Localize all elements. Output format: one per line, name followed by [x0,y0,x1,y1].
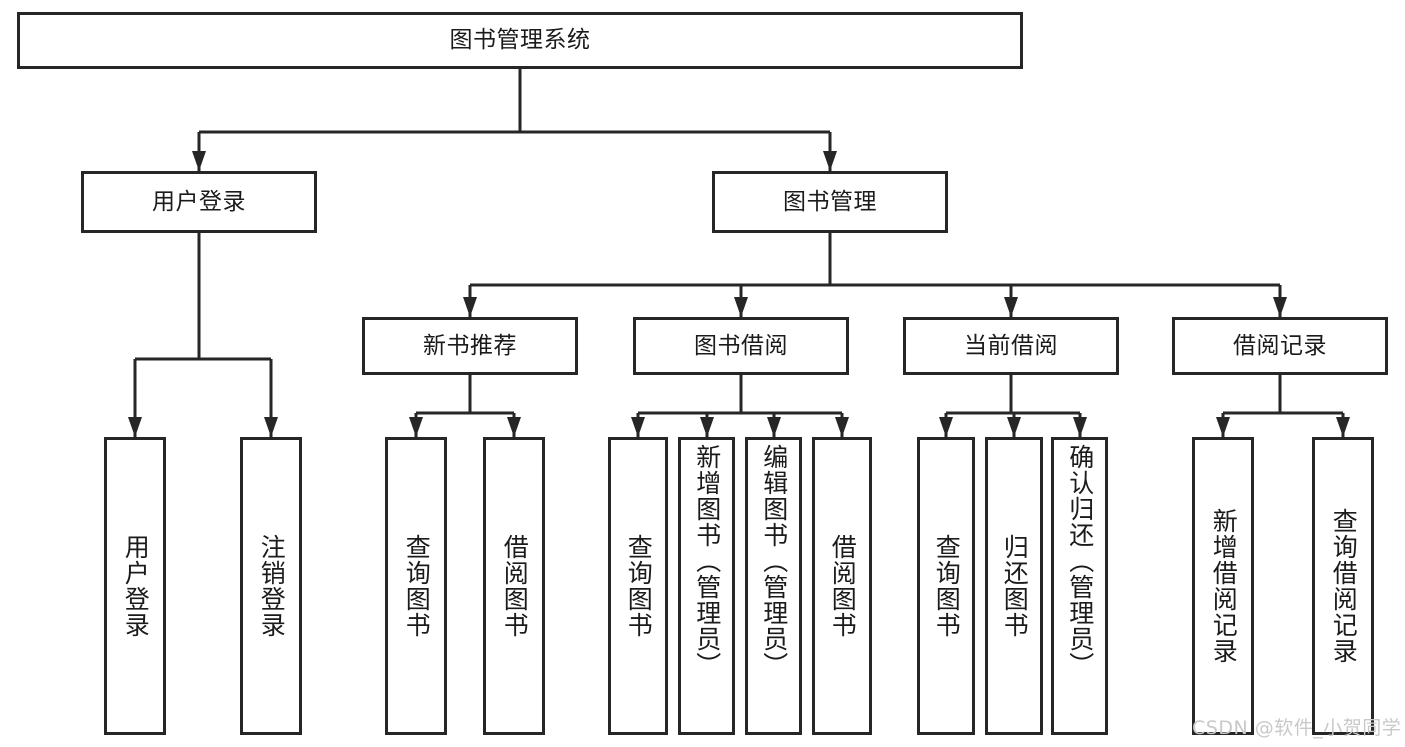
node-label: 归还图书 [1000,534,1030,638]
arrowhead [1004,297,1018,317]
node-label: 借阅图书 [500,534,530,638]
node-root[interactable]: 图书管理系统 [17,12,1023,69]
arrowhead [128,417,142,437]
node-user-login[interactable]: 用户登录 [81,171,317,233]
edge-group [128,69,1350,437]
node-label: 查询图书 [402,534,432,638]
node-label: 新书推荐 [423,332,517,359]
node-label: 借阅记录 [1233,332,1327,359]
arrowhead [264,417,278,437]
arrowhead [507,417,521,437]
arrowhead [1216,417,1230,437]
node-label: 借阅图书 [828,534,858,638]
node-label: 查询图书 [932,534,962,638]
arrowhead [463,297,477,317]
node-leaf-query-book-2[interactable]: 查询图书 [608,437,668,735]
arrowhead [1007,417,1021,437]
arrowhead [631,417,645,437]
node-label: 图书管理 [783,188,877,215]
node-label: 用户登录 [121,534,151,638]
arrowhead [409,417,423,437]
node-label: 用户登录 [152,188,246,215]
node-label: 编辑图书（管理员） [759,444,789,678]
node-leaf-query-book-1[interactable]: 查询图书 [385,437,447,735]
node-borrow-record[interactable]: 借阅记录 [1172,317,1388,375]
node-book-manage[interactable]: 图书管理 [712,171,948,233]
arrowhead [939,417,953,437]
node-label: 查询图书 [624,534,654,638]
arrowhead [835,417,849,437]
node-leaf-add-record[interactable]: 新增借阅记录 [1192,437,1254,735]
node-label: 确认归还（管理员） [1065,444,1095,678]
arrowhead [767,417,781,437]
node-leaf-query-book-3[interactable]: 查询图书 [917,437,975,735]
node-new-book-rec[interactable]: 新书推荐 [362,317,578,375]
node-leaf-add-book[interactable]: 新增图书（管理员） [678,437,735,735]
node-leaf-query-record[interactable]: 查询借阅记录 [1312,437,1374,735]
arrowhead [734,297,748,317]
node-leaf-user-login[interactable]: 用户登录 [104,437,166,735]
node-leaf-borrow-book-2[interactable]: 借阅图书 [812,437,872,735]
arrowhead [700,417,714,437]
node-leaf-edit-book[interactable]: 编辑图书（管理员） [745,437,802,735]
node-leaf-logout[interactable]: 注销登录 [240,437,302,735]
arrowhead [1273,297,1287,317]
arrowhead [823,151,837,171]
node-label: 查询借阅记录 [1329,508,1359,664]
arrowhead [192,151,206,171]
node-label: 注销登录 [257,534,287,638]
node-label: 新增借阅记录 [1209,508,1239,664]
node-label: 新增图书（管理员） [692,444,722,678]
arrowhead [1073,417,1087,437]
node-leaf-borrow-book-1[interactable]: 借阅图书 [483,437,545,735]
node-label: 图书管理系统 [449,27,591,53]
watermark-text: CSDN @软件_小贺同学 [1192,717,1402,739]
node-leaf-return-book[interactable]: 归还图书 [985,437,1043,735]
node-current-borrow[interactable]: 当前借阅 [903,317,1119,375]
node-leaf-confirm-return[interactable]: 确认归还（管理员） [1051,437,1108,735]
arrowhead [1336,417,1350,437]
node-label: 当前借阅 [964,332,1058,359]
node-label: 图书借阅 [694,332,788,359]
node-book-borrow[interactable]: 图书借阅 [633,317,849,375]
